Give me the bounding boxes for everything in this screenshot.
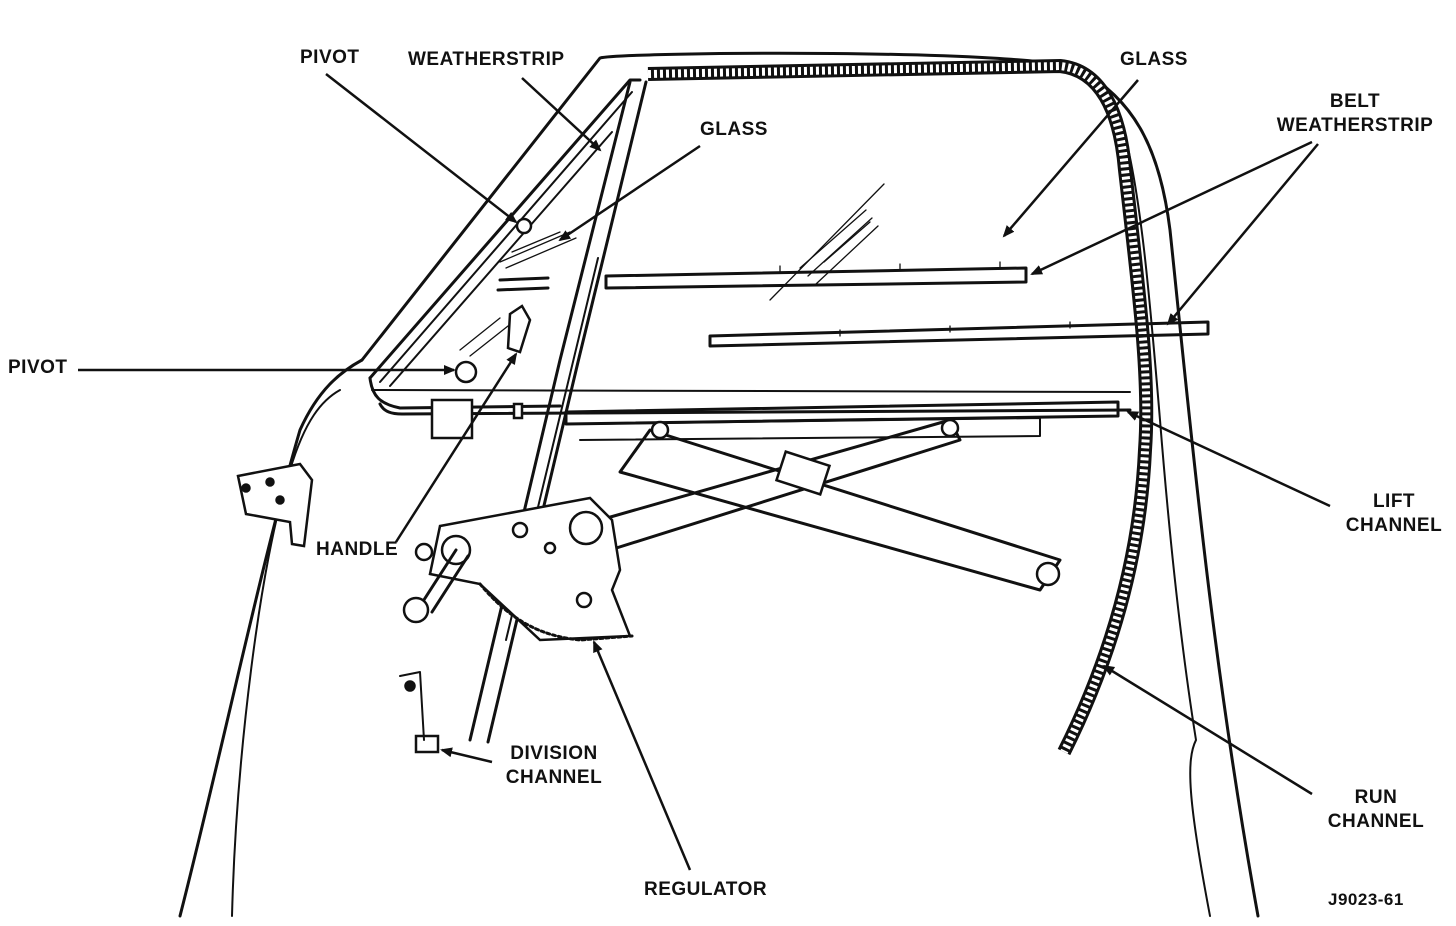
crank-handle — [402, 548, 470, 624]
label-division-channel-2: CHANNEL — [505, 767, 603, 788]
label-belt-weatherstrip-2: WEATHERSTRIP — [1276, 115, 1434, 136]
label-pivot-top: PIVOT — [300, 47, 360, 68]
run-channel — [647, 58, 1154, 756]
label-belt-weatherstrip-1: BELT — [1329, 91, 1381, 112]
door-outline — [178, 51, 1260, 918]
vent-glass — [459, 231, 577, 357]
label-run-channel-2: CHANNEL — [1327, 811, 1425, 832]
label-division-channel-1: DIVISION — [510, 743, 598, 764]
label-handle: HANDLE — [316, 539, 399, 560]
label-run-channel-1: RUN — [1354, 787, 1398, 808]
label-lift-channel-2: CHANNEL — [1345, 515, 1443, 536]
regulator-body — [414, 496, 634, 642]
figure-id: J9023-61 — [1328, 890, 1404, 909]
regulator-arms — [598, 418, 1062, 592]
label-regulator: REGULATOR — [644, 879, 768, 900]
label-glass-vent: GLASS — [700, 119, 768, 140]
hinge-bracket — [236, 462, 314, 548]
leader-lines — [78, 73, 1331, 871]
belt-weatherstrip — [496, 261, 1210, 348]
window-frame — [368, 78, 1132, 416]
label-weatherstrip: WEATHERSTRIP — [408, 49, 565, 70]
lift-channel — [564, 400, 1120, 441]
label-pivot-left: PIVOT — [8, 357, 68, 378]
label-glass-main: GLASS — [1120, 49, 1188, 70]
label-lift-channel-1: LIFT — [1372, 491, 1416, 512]
main-glass — [769, 183, 885, 301]
vent-pivot-handle — [430, 217, 533, 440]
